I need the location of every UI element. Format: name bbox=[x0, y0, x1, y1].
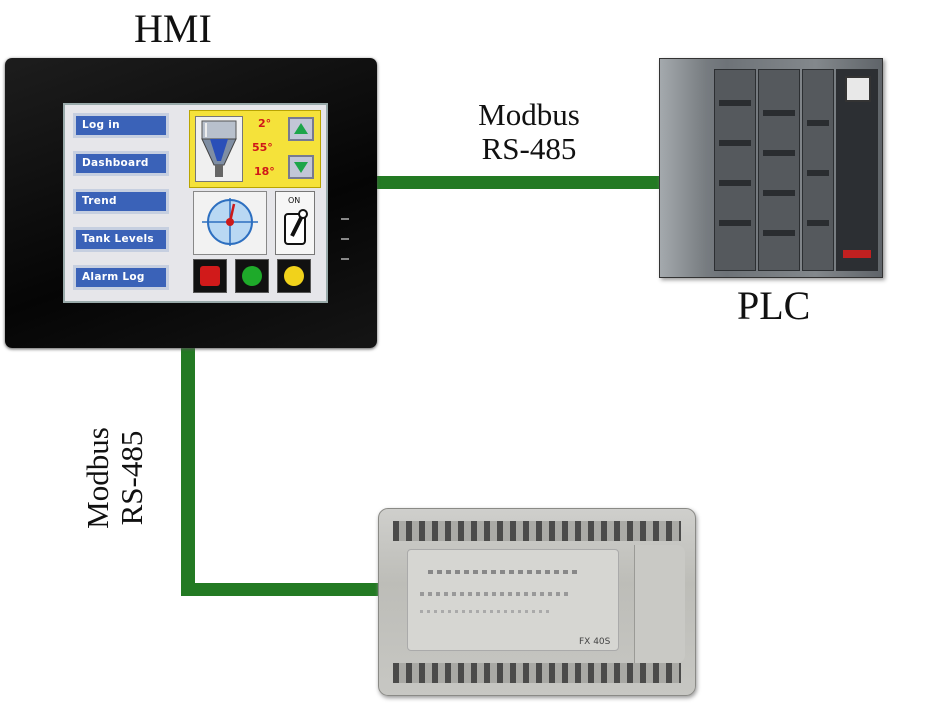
hmi-button-4[interactable]: Tank Levels bbox=[73, 227, 169, 252]
status-led bbox=[341, 258, 349, 260]
link-label-top-line2: RS-485 bbox=[481, 131, 577, 166]
indicator-lamp-icon bbox=[242, 266, 262, 286]
cable-hmi-to-plc bbox=[375, 176, 665, 189]
terminal-row-bottom bbox=[393, 663, 681, 683]
indicator-lamp-icon bbox=[284, 266, 304, 286]
link-label-left: Modbus RS-485 bbox=[80, 403, 149, 553]
arrow-up-icon bbox=[294, 123, 308, 134]
arrow-down-button[interactable] bbox=[288, 155, 314, 179]
plc-rack-image bbox=[659, 58, 883, 278]
rack-module bbox=[836, 69, 878, 271]
arrow-up-button[interactable] bbox=[288, 117, 314, 141]
lamp-yellow-box bbox=[277, 259, 311, 293]
tank-panel: 2° 55° 18° bbox=[189, 110, 321, 188]
arrow-down-icon bbox=[294, 162, 308, 173]
switch-panel[interactable]: ON bbox=[275, 191, 315, 255]
tank-icon bbox=[195, 116, 243, 182]
temperature-2: 55° bbox=[252, 141, 273, 154]
status-led bbox=[341, 238, 349, 240]
rack-module bbox=[802, 69, 834, 271]
hmi-screen: Log in Dashboard Trend Tank Levels Alarm… bbox=[63, 103, 328, 303]
toggle-switch-icon bbox=[284, 209, 308, 245]
small-plc-image: FX 40S bbox=[378, 508, 696, 696]
rack-module bbox=[714, 69, 756, 271]
indicator-lamp-icon bbox=[200, 266, 220, 286]
status-led bbox=[341, 218, 349, 220]
hmi-button-1[interactable]: Log in bbox=[73, 113, 169, 138]
cable-to-small-plc bbox=[181, 583, 380, 596]
temperature-3: 18° bbox=[254, 165, 275, 178]
hmi-button-3[interactable]: Trend bbox=[73, 189, 169, 214]
plc-front-panel bbox=[407, 549, 619, 651]
hmi-title: HMI bbox=[134, 6, 212, 51]
plc-title: PLC bbox=[737, 283, 811, 328]
temperature-1: 2° bbox=[258, 117, 272, 130]
lamp-green-box bbox=[235, 259, 269, 293]
terminal-row-top bbox=[393, 521, 681, 541]
hmi-device: Log in Dashboard Trend Tank Levels Alarm… bbox=[5, 58, 377, 348]
link-label-top: Modbus RS-485 bbox=[454, 98, 604, 166]
gauge-panel[interactable] bbox=[193, 191, 267, 255]
hmi-button-2[interactable]: Dashboard bbox=[73, 151, 169, 176]
link-label-left-line2: RS-485 bbox=[114, 430, 149, 526]
link-label-top-line1: Modbus bbox=[478, 97, 580, 132]
gauge-icon bbox=[202, 198, 258, 246]
switch-label: ON bbox=[288, 196, 301, 205]
rack-module bbox=[758, 69, 800, 271]
cable-hmi-down bbox=[181, 346, 195, 596]
small-plc-model: FX 40S bbox=[579, 637, 611, 647]
hmi-button-5[interactable]: Alarm Log bbox=[73, 265, 169, 290]
rack-side-panel bbox=[660, 59, 706, 277]
lamp-red-box bbox=[193, 259, 227, 293]
link-label-left-line1: Modbus bbox=[80, 427, 115, 529]
plc-cover bbox=[634, 545, 685, 663]
